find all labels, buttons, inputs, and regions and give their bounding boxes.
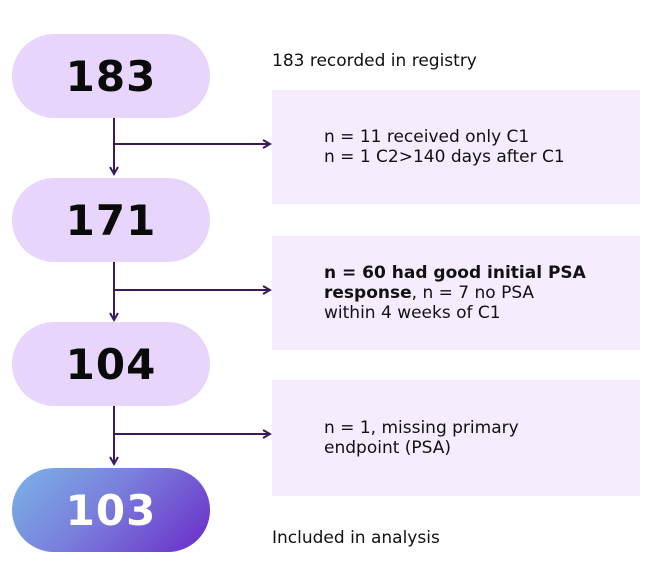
exclusion-line: n = 1 C2>140 days after C1: [324, 147, 565, 167]
exclusion-bold: response: [324, 283, 412, 303]
stage-3: 104: [12, 322, 210, 406]
note-included: Included in analysis: [272, 528, 440, 548]
stage-value: 104: [65, 339, 157, 389]
exclusion-bold: n = 60 had good initial PSA: [324, 263, 586, 283]
exclusion-line: n = 1, missing primary: [324, 418, 519, 438]
stage-registry: 183: [12, 34, 210, 118]
stage-value: 171: [65, 195, 157, 245]
exclusion-box-2: n = 60 had good initial PSA response, n …: [272, 236, 640, 350]
exclusion-line: n = 60 had good initial PSA: [324, 263, 640, 283]
stage-value: 103: [65, 485, 157, 535]
exclusion-box-3: n = 1, missing primary endpoint (PSA): [272, 380, 640, 496]
stage-2: 171: [12, 178, 210, 262]
exclusion-line: within 4 weeks of C1: [324, 303, 501, 323]
exclusion-line: endpoint (PSA): [324, 438, 452, 458]
exclusion-line: n = 11 received only C1: [324, 127, 530, 147]
exclusion-text: , n = 7 no PSA: [411, 283, 535, 303]
note-registry: 183 recorded in registry: [272, 51, 477, 71]
stage-value: 183: [65, 51, 157, 101]
exclusion-box-1: n = 11 received only C1 n = 1 C2>140 day…: [272, 90, 640, 204]
exclusion-line: response, n = 7 no PSA: [324, 283, 640, 303]
stage-included: 103: [12, 468, 210, 552]
